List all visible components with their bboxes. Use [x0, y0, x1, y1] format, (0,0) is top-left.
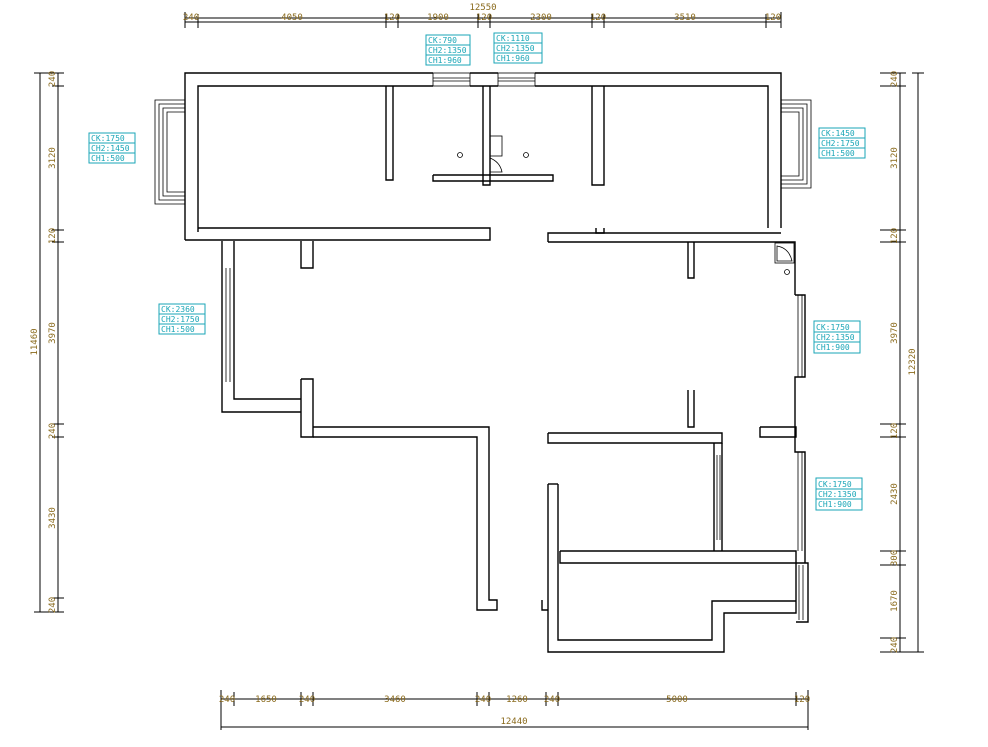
bottom-dim-seg-4: 3460 [384, 695, 406, 705]
bottom-dim-seg-8: 5000 [666, 695, 688, 705]
top-dimension-chain: 12550 240 4050 120 1900 120 2300 120 351… [183, 3, 782, 28]
bottom-dim-seg-6: 1260 [506, 695, 528, 705]
top-dim-seg-8: 3510 [674, 13, 696, 23]
left-total-dimension: 11460 [30, 328, 40, 355]
svg-text:CH1:500: CH1:500 [161, 325, 195, 334]
left-dim-seg-2: 3120 [48, 147, 58, 169]
svg-text:CK:1750: CK:1750 [818, 480, 852, 489]
right-dim-seg-8: 1670 [890, 590, 900, 612]
svg-text:CH2:1350: CH2:1350 [496, 44, 535, 53]
top-dim-seg-7: 120 [590, 13, 606, 23]
top-dim-seg-1: 240 [183, 13, 199, 23]
drain-icon [523, 152, 529, 158]
bottom-dim-seg-2: 1650 [255, 695, 277, 705]
svg-text:CH2:1350: CH2:1350 [818, 490, 857, 499]
svg-text:CH2:1750: CH2:1750 [821, 139, 860, 148]
drain-icon [457, 152, 463, 158]
right-dim-seg-5: 120 [890, 423, 900, 439]
svg-text:CK:1450: CK:1450 [821, 129, 855, 138]
svg-text:CH1:900: CH1:900 [818, 500, 852, 509]
fixtures [457, 135, 795, 275]
right-dim-seg-1: 240 [890, 71, 900, 87]
window-tag-5: CK:2360 CH2:1750 CH1:500 [158, 303, 206, 335]
top-dim-seg-4: 1900 [427, 13, 449, 23]
left-dim-seg-7: 240 [48, 597, 58, 613]
svg-text:CH2:1450: CH2:1450 [91, 144, 130, 153]
top-dim-seg-6: 2300 [530, 13, 552, 23]
top-dim-seg-3: 120 [384, 13, 400, 23]
top-total-dimension: 12550 [469, 3, 496, 13]
svg-text:CK:1750: CK:1750 [816, 323, 850, 332]
left-dim-seg-3: 120 [48, 228, 58, 244]
svg-text:CK:1110: CK:1110 [496, 34, 530, 43]
windows [154, 72, 812, 620]
bottom-dim-seg-3: 240 [299, 695, 315, 705]
bottom-dim-seg-1: 240 [219, 695, 235, 705]
bottom-dim-seg-7: 240 [544, 695, 560, 705]
bottom-dim-seg-5: 240 [475, 695, 491, 705]
window-tag-1: CK:790 CH2:1350 CH1:960 [425, 34, 471, 66]
svg-text:CH1:960: CH1:960 [496, 54, 530, 63]
svg-text:CH1:900: CH1:900 [816, 343, 850, 352]
right-dim-seg-4: 3970 [890, 322, 900, 344]
top-dim-seg-5: 120 [476, 13, 492, 23]
bottom-dim-seg-9: 120 [794, 695, 810, 705]
window-tag-4: CK:1450 CH2:1750 CH1:500 [818, 127, 866, 159]
right-dim-seg-2: 3120 [890, 147, 900, 169]
right-dim-seg-3: 120 [890, 228, 900, 244]
right-dim-seg-7: 300 [890, 550, 900, 566]
right-dim-seg-6: 2430 [890, 483, 900, 505]
left-dim-seg-4: 3970 [48, 322, 58, 344]
svg-text:CH1:500: CH1:500 [821, 149, 855, 158]
window-tag-3: CK:1750 CH2:1450 CH1:500 [88, 132, 136, 164]
svg-text:CK:2360: CK:2360 [161, 305, 195, 314]
window-tag-7: CK:1750 CH2:1350 CH1:900 [815, 477, 863, 511]
svg-text:CH2:1750: CH2:1750 [161, 315, 200, 324]
top-dim-seg-9: 120 [765, 13, 781, 23]
walls [184, 72, 809, 653]
left-dim-seg-6: 3430 [48, 507, 58, 529]
left-dimension-chain: 11460 240 3120 120 3970 240 3430 240 [30, 71, 64, 613]
svg-text:CH1:500: CH1:500 [91, 154, 125, 163]
right-dim-seg-9: 240 [890, 637, 900, 653]
bottom-dimension-chain: 240 1650 240 3460 240 1260 240 5000 120 … [219, 690, 810, 730]
left-dim-seg-1: 240 [48, 71, 58, 87]
top-dim-seg-2: 4050 [281, 13, 303, 23]
left-dim-seg-5: 240 [48, 423, 58, 439]
svg-text:CK:1750: CK:1750 [91, 134, 125, 143]
svg-text:CH2:1350: CH2:1350 [428, 46, 467, 55]
bottom-total-dimension: 12440 [500, 717, 527, 727]
svg-text:CH2:1350: CH2:1350 [816, 333, 855, 342]
svg-text:CK:790: CK:790 [428, 36, 457, 45]
drain-icon [784, 269, 790, 275]
window-tag-2: CK:1110 CH2:1350 CH1:960 [493, 32, 543, 64]
window-tag-6: CK:1750 CH2:1350 CH1:900 [813, 320, 861, 354]
svg-text:CH1:960: CH1:960 [428, 56, 462, 65]
right-total-dimension: 12320 [908, 348, 918, 375]
right-dimension-chain: 240 3120 120 3970 120 2430 300 1670 240 … [880, 71, 924, 653]
